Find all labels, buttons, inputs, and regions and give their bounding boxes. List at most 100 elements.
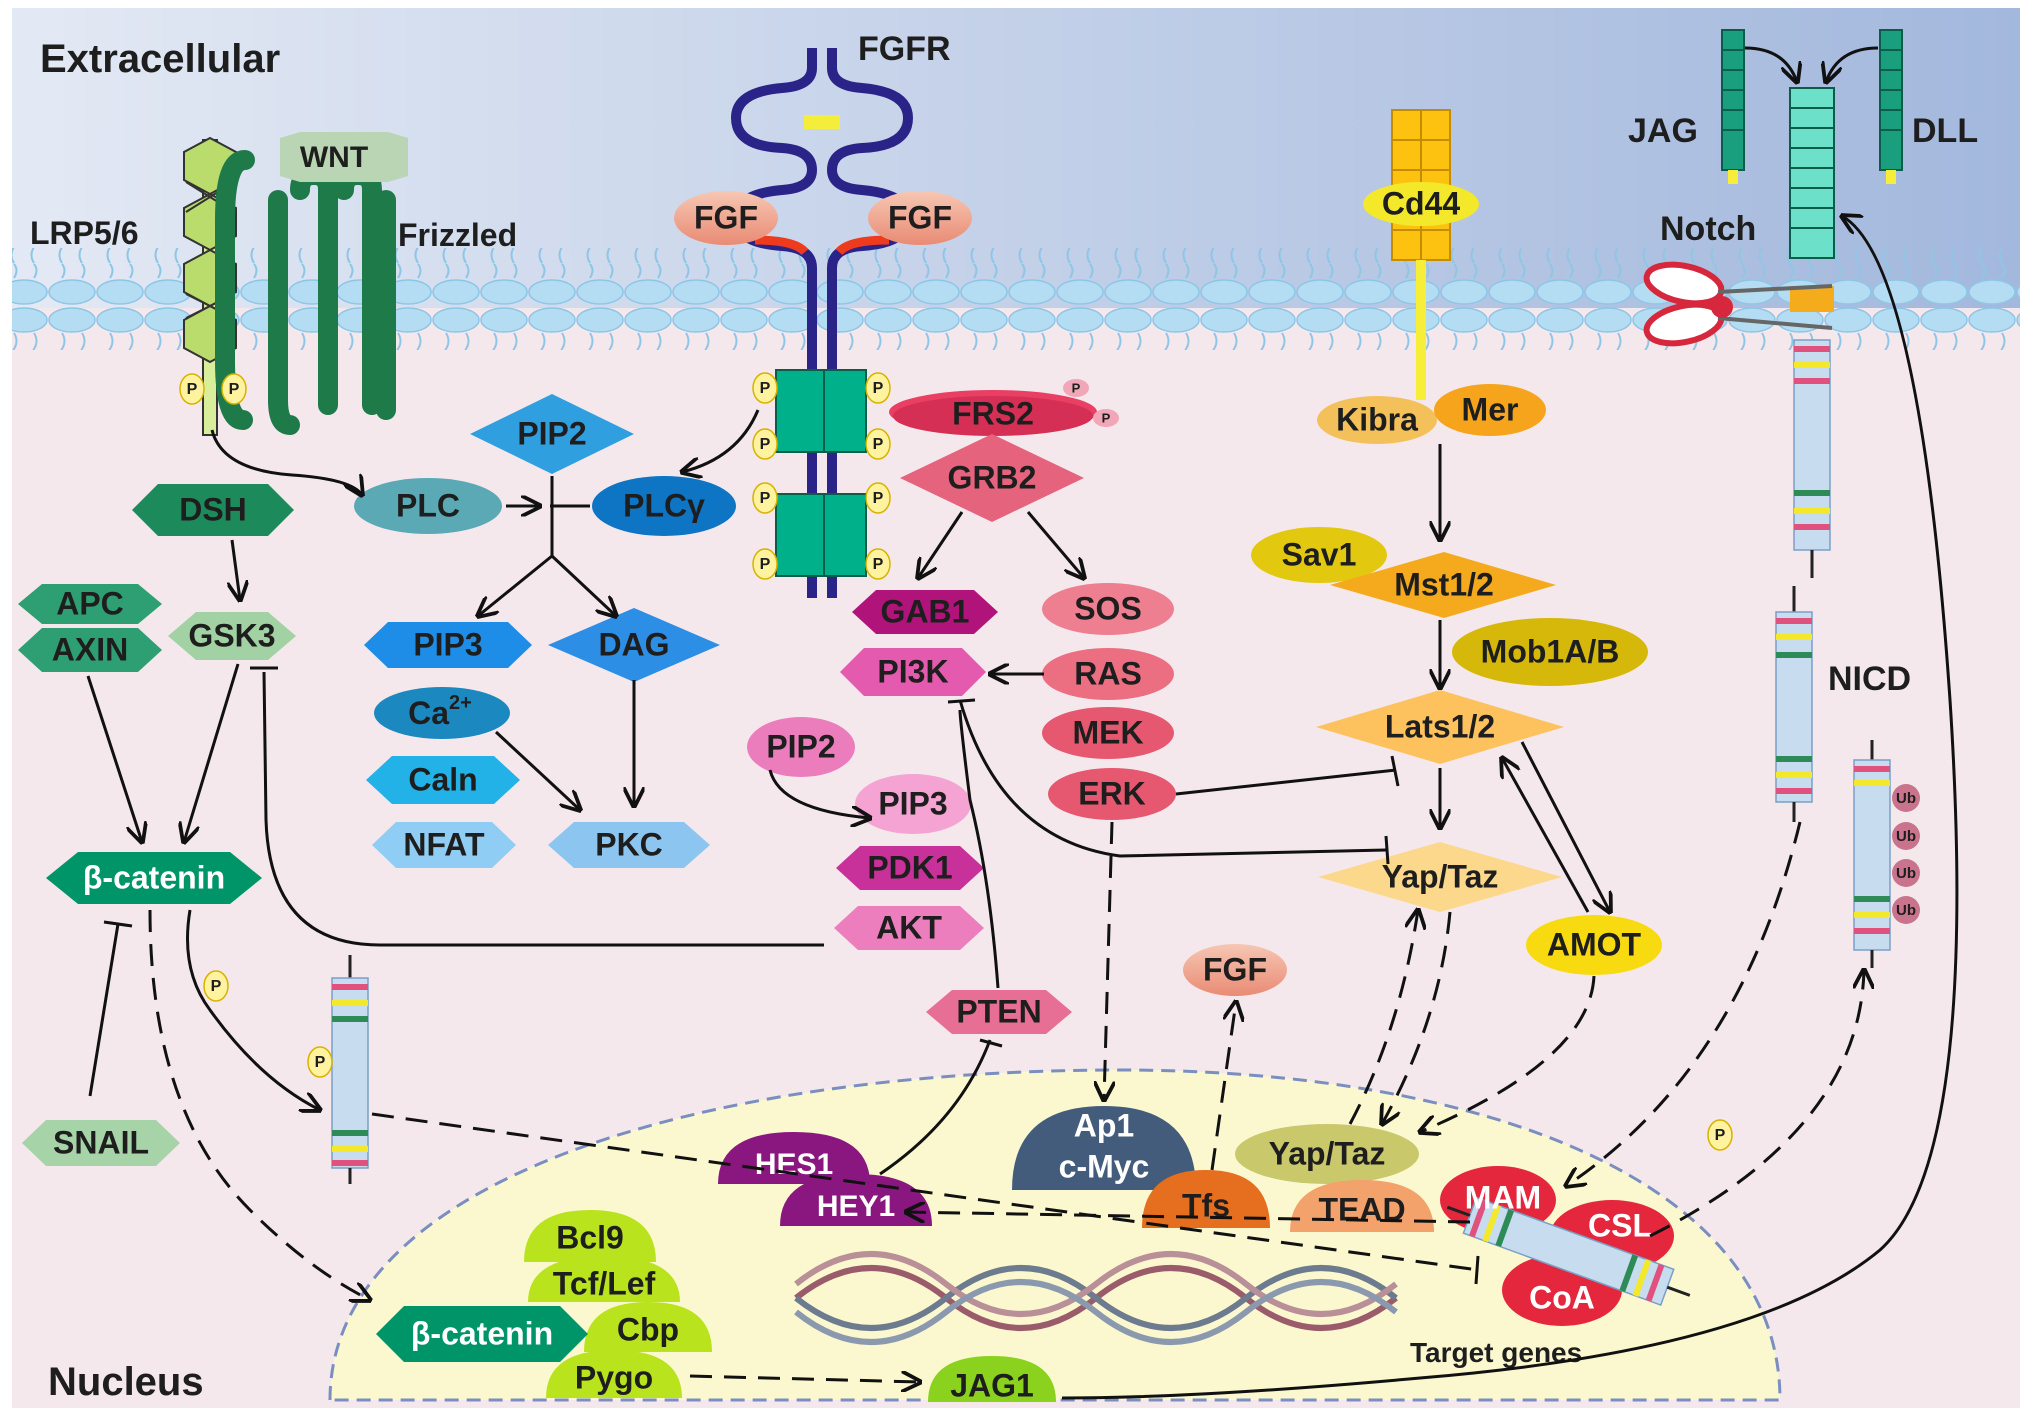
pi3k-label: PI3K: [877, 653, 948, 689]
frs2-node: [889, 379, 1119, 436]
wnt-node: [280, 132, 408, 182]
akt-node: [834, 906, 984, 950]
pten-label: PTEN: [956, 993, 1041, 1029]
pygo-label: Pygo: [575, 1359, 653, 1395]
dashed-edges: [148, 821, 1864, 1382]
gsk3-node: [168, 612, 296, 660]
fgf-left-label: FGF: [694, 199, 758, 235]
pkc-label: PKC: [595, 826, 663, 862]
pkc-node: [548, 822, 710, 868]
lrp-label: LRP5/6: [30, 215, 138, 251]
cbp-node: [584, 1302, 712, 1352]
fgf-right: [868, 191, 972, 245]
tcf-node: [528, 1256, 680, 1302]
dag-label: DAG: [598, 626, 669, 662]
pdk1-label: PDK1: [867, 849, 952, 885]
dag-node: [548, 608, 720, 682]
erk-node: [1048, 768, 1176, 820]
svg-text:P: P: [760, 436, 771, 453]
sav1-label: Sav1: [1282, 536, 1357, 572]
pi3k-node: [840, 648, 986, 696]
pdk1-node: [836, 846, 984, 890]
bcat-label: β-catenin: [83, 859, 225, 895]
dna-helix: [794, 1251, 1398, 1345]
apc-node: [18, 584, 162, 624]
notch-label: Notch: [1660, 210, 1756, 248]
bcat-n-node: [376, 1306, 588, 1362]
extracellular-label: Extracellular: [40, 37, 280, 81]
nfat-label: NFAT: [403, 826, 485, 862]
phospho-nucleus-label: P: [1715, 1127, 1726, 1144]
yap-n-label: Yap/Taz: [1269, 1135, 1386, 1171]
axin-label: AXIN: [52, 631, 128, 667]
fgf-center: [1183, 944, 1287, 996]
lats-node: [1316, 690, 1564, 764]
bcat-node: [46, 852, 262, 904]
mst-label: Mst1/2: [1394, 566, 1494, 602]
tcf-label: Tcf/Lef: [553, 1265, 656, 1301]
mer-label: Mer: [1462, 391, 1519, 427]
svg-text:P: P: [760, 490, 771, 507]
nicd-fragment: [1775, 586, 1813, 822]
cmyc-label: c-Myc: [1059, 1148, 1150, 1184]
plcg-label: PLCγ: [623, 487, 705, 523]
kibra-label: Kibra: [1336, 401, 1418, 437]
phospho-lrp: P P: [179, 373, 247, 405]
sos-node: [1042, 583, 1174, 635]
notch-receptor: [1789, 87, 1835, 578]
cbp-label: Cbp: [617, 1311, 679, 1347]
plc-label: PLC: [396, 487, 460, 523]
edge-dll-notch: [1826, 46, 1879, 82]
cd44-node: [1363, 182, 1479, 226]
nicd-ubiquitinated: Ub Ub Ub Ub: [1853, 740, 1920, 968]
fgf-center-label: FGF: [1203, 951, 1267, 987]
svg-text:P: P: [315, 1054, 326, 1071]
jag-ligand: [1721, 29, 1745, 184]
dll-ligand: [1879, 29, 1903, 184]
pip2-a-node: [470, 394, 634, 474]
tfs-node: [1142, 1170, 1270, 1228]
phospho-fgfr: P P P P P P P P: [752, 372, 891, 580]
svg-text:P: P: [760, 556, 771, 573]
plcg-node: [592, 476, 736, 536]
pygo-node: [546, 1350, 682, 1398]
gsk3-label: GSK3: [188, 617, 275, 653]
jag1-node: [928, 1356, 1056, 1402]
akt-label: AKT: [876, 909, 942, 945]
sav1-node: [1251, 527, 1387, 583]
dll-label: DLL: [1912, 112, 1978, 150]
bcl9-label: Bcl9: [556, 1219, 624, 1255]
ras-label: RAS: [1074, 655, 1142, 691]
pip3-a-node: [364, 622, 532, 668]
hes1-node: [718, 1132, 870, 1184]
svg-text:P: P: [760, 380, 771, 397]
caln-node: [366, 756, 520, 804]
frs2-phospho-2: P: [1102, 410, 1111, 425]
bcat-fragment: P P: [203, 955, 369, 1184]
svg-text:Ub: Ub: [1896, 828, 1916, 845]
svg-text:P: P: [873, 380, 884, 397]
mst-node: [1330, 552, 1556, 618]
frizzled-label: Frizzled: [398, 217, 517, 253]
ca-label: Ca2+: [408, 692, 472, 731]
fgfr-kinase-domains: [775, 369, 867, 577]
caln-label: Caln: [408, 761, 477, 797]
svg-text:Ub: Ub: [1896, 865, 1916, 882]
dsh-node: [132, 484, 294, 536]
svg-text:P: P: [211, 978, 222, 995]
svg-text:P: P: [229, 381, 240, 398]
coa-label: CoA: [1529, 1279, 1595, 1315]
amot-label: AMOT: [1547, 926, 1642, 962]
nicd-label: NICD: [1828, 660, 1911, 698]
pip2-b-label: PIP2: [766, 728, 835, 764]
wnt-label: WNT: [300, 141, 368, 174]
grb2-label: GRB2: [948, 459, 1037, 495]
svg-text:P: P: [187, 381, 198, 398]
amot-node: [1526, 915, 1662, 975]
pip3-a-label: PIP3: [413, 626, 482, 662]
svg-text:P: P: [873, 556, 884, 573]
fgfr-hinge: [804, 115, 840, 129]
scissors-icon: [1643, 261, 1833, 347]
dsh-label: DSH: [179, 491, 247, 527]
hes1-label: HES1: [755, 1148, 833, 1181]
